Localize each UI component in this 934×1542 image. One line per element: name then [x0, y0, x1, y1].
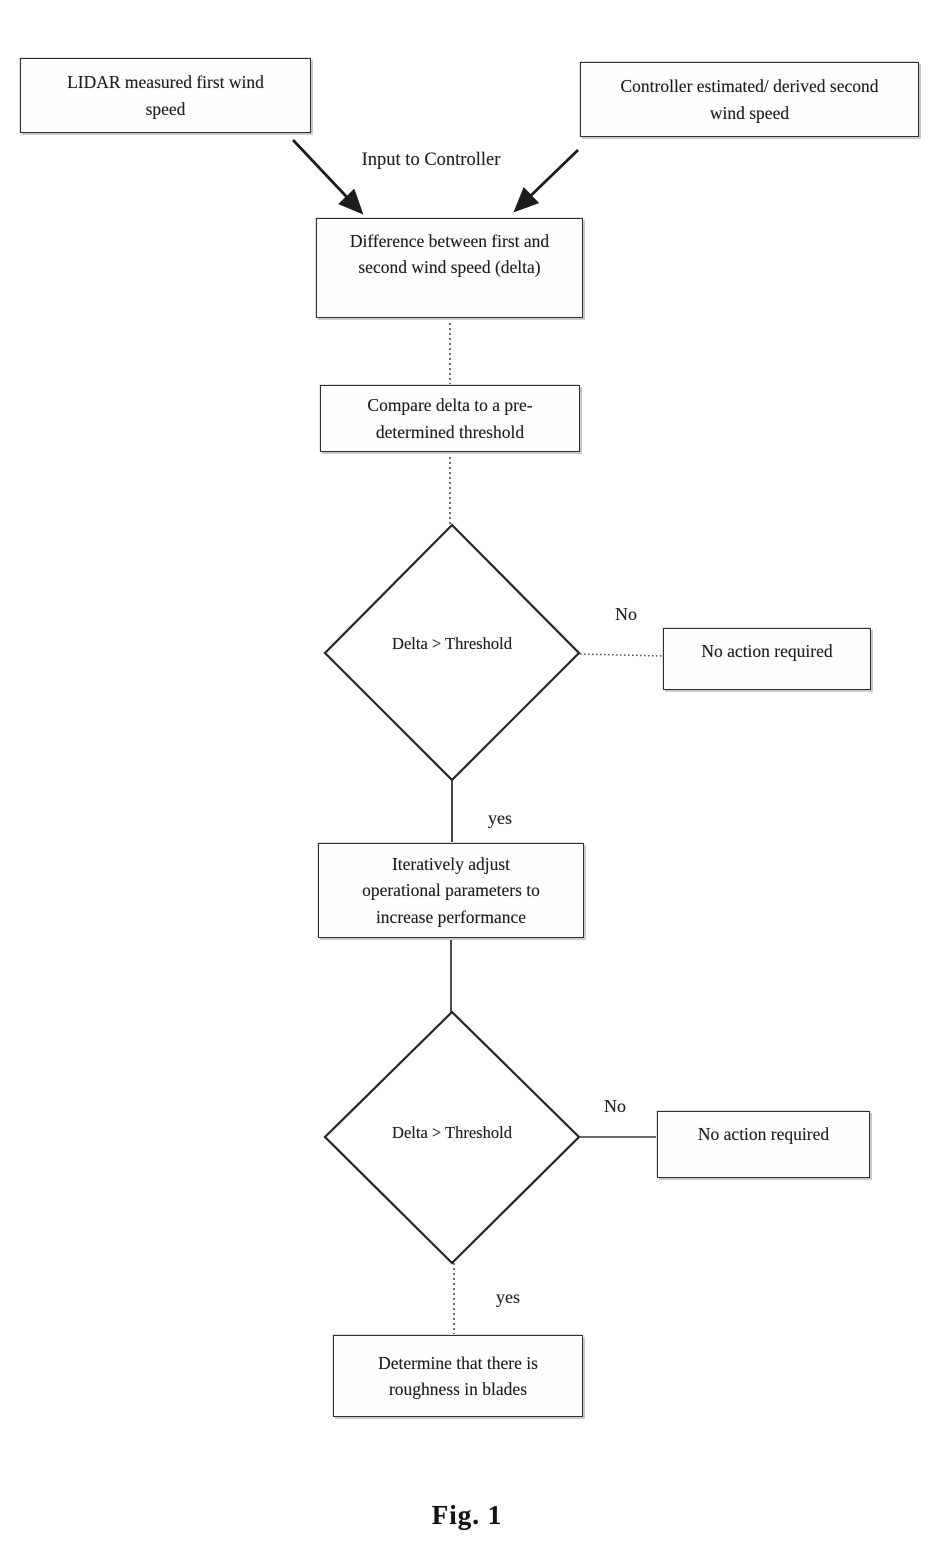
node-label: Controller estimated/ derived second win…	[620, 76, 879, 123]
node-determine-roughness: Determine that there is roughness in bla…	[333, 1335, 583, 1417]
node-label: Determine that there is roughness in bla…	[378, 1352, 538, 1399]
node-label: Compare delta to a pre- determined thres…	[367, 395, 533, 442]
label-decision1: Delta > Threshold	[392, 634, 512, 653]
label-decision1-yes: yes	[488, 808, 512, 828]
label-decision2-yes: yes	[496, 1287, 520, 1307]
label-decision2: Delta > Threshold	[392, 1123, 512, 1142]
label-input-to-controller: Input to Controller	[361, 150, 501, 170]
node-no-action-required-2: No action required	[657, 1111, 870, 1178]
label-decision2-no: No	[604, 1096, 626, 1116]
node-no-action-required-1: No action required	[663, 628, 871, 690]
node-label: LIDAR measured first wind speed	[67, 72, 264, 119]
node-label: No action required	[701, 641, 833, 661]
figure-caption: Fig. 1	[431, 1500, 503, 1530]
connector-decision1-no	[579, 653, 664, 657]
node-controller-second-wind-speed: Controller estimated/ derived second win…	[580, 62, 919, 137]
label-decision1-no: No	[615, 604, 637, 624]
arrow-controller-to-difference	[513, 148, 579, 213]
decision2-diamond	[323, 1010, 581, 1265]
node-difference-delta: Difference between first and second wind…	[316, 218, 583, 318]
node-label: Iteratively adjust operational parameter…	[362, 854, 540, 927]
node-compare-threshold: Compare delta to a pre- determined thres…	[320, 385, 580, 452]
node-lidar-first-wind-speed: LIDAR measured first wind speed	[20, 58, 311, 133]
node-iteratively-adjust: Iteratively adjust operational parameter…	[318, 843, 584, 938]
arrow-lidar-to-difference	[291, 139, 364, 215]
node-label: Difference between first and second wind…	[349, 231, 550, 278]
node-label: No action required	[697, 1124, 830, 1144]
